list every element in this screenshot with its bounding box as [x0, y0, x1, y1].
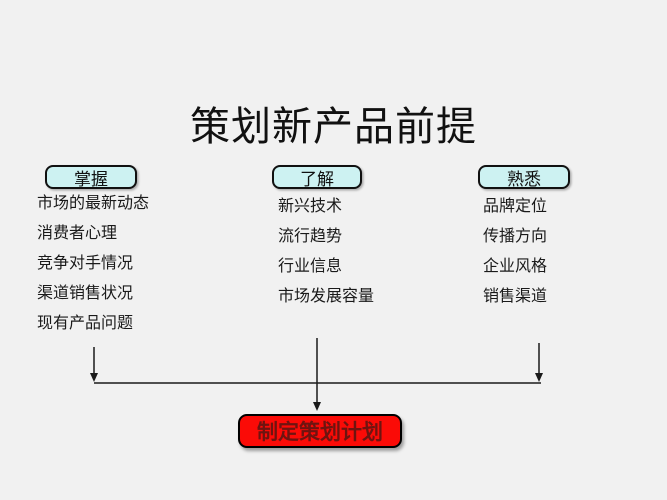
- list-item: 竞争对手情况: [37, 253, 134, 272]
- column-header-master: 掌握: [45, 165, 137, 190]
- list-item: 销售渠道: [483, 286, 548, 305]
- column-header-familiar-label: 熟悉: [507, 169, 541, 190]
- list-item: 新兴技术: [278, 196, 343, 215]
- conclusion-label: 制定策划计划: [257, 419, 383, 444]
- column-header-master-label: 掌握: [74, 169, 108, 190]
- column-list-understand: 新兴技术 流行趋势 行业信息 市场发展容量: [278, 191, 374, 311]
- list-item: 企业风格: [483, 256, 548, 275]
- list-item: 渠道销售状况: [37, 283, 134, 302]
- column-header-familiar: 熟悉: [478, 165, 570, 190]
- page-title: 策划新产品前提: [190, 104, 477, 150]
- conclusion-box: 制定策划计划: [238, 414, 402, 448]
- column-list-master: 市场的最新动态 消费者心理 竞争对手情况 渠道销售状况 现有产品问题: [37, 188, 149, 338]
- list-item: 现有产品问题: [37, 313, 134, 332]
- column-header-understand: 了解: [272, 165, 362, 190]
- list-item: 消费者心理: [37, 223, 118, 242]
- list-item: 流行趋势: [278, 226, 343, 245]
- center-down-arrow: [313, 338, 321, 411]
- column-header-understand-label: 了解: [300, 169, 334, 190]
- list-item: 行业信息: [278, 256, 343, 275]
- list-item: 传播方向: [483, 226, 548, 245]
- right-down-arrow: [535, 343, 543, 382]
- list-item: 市场的最新动态: [37, 193, 150, 212]
- left-down-arrow: [90, 347, 98, 382]
- column-list-familiar: 品牌定位 传播方向 企业风格 销售渠道: [483, 191, 547, 311]
- list-item: 市场发展容量: [278, 286, 375, 305]
- list-item: 品牌定位: [483, 196, 548, 215]
